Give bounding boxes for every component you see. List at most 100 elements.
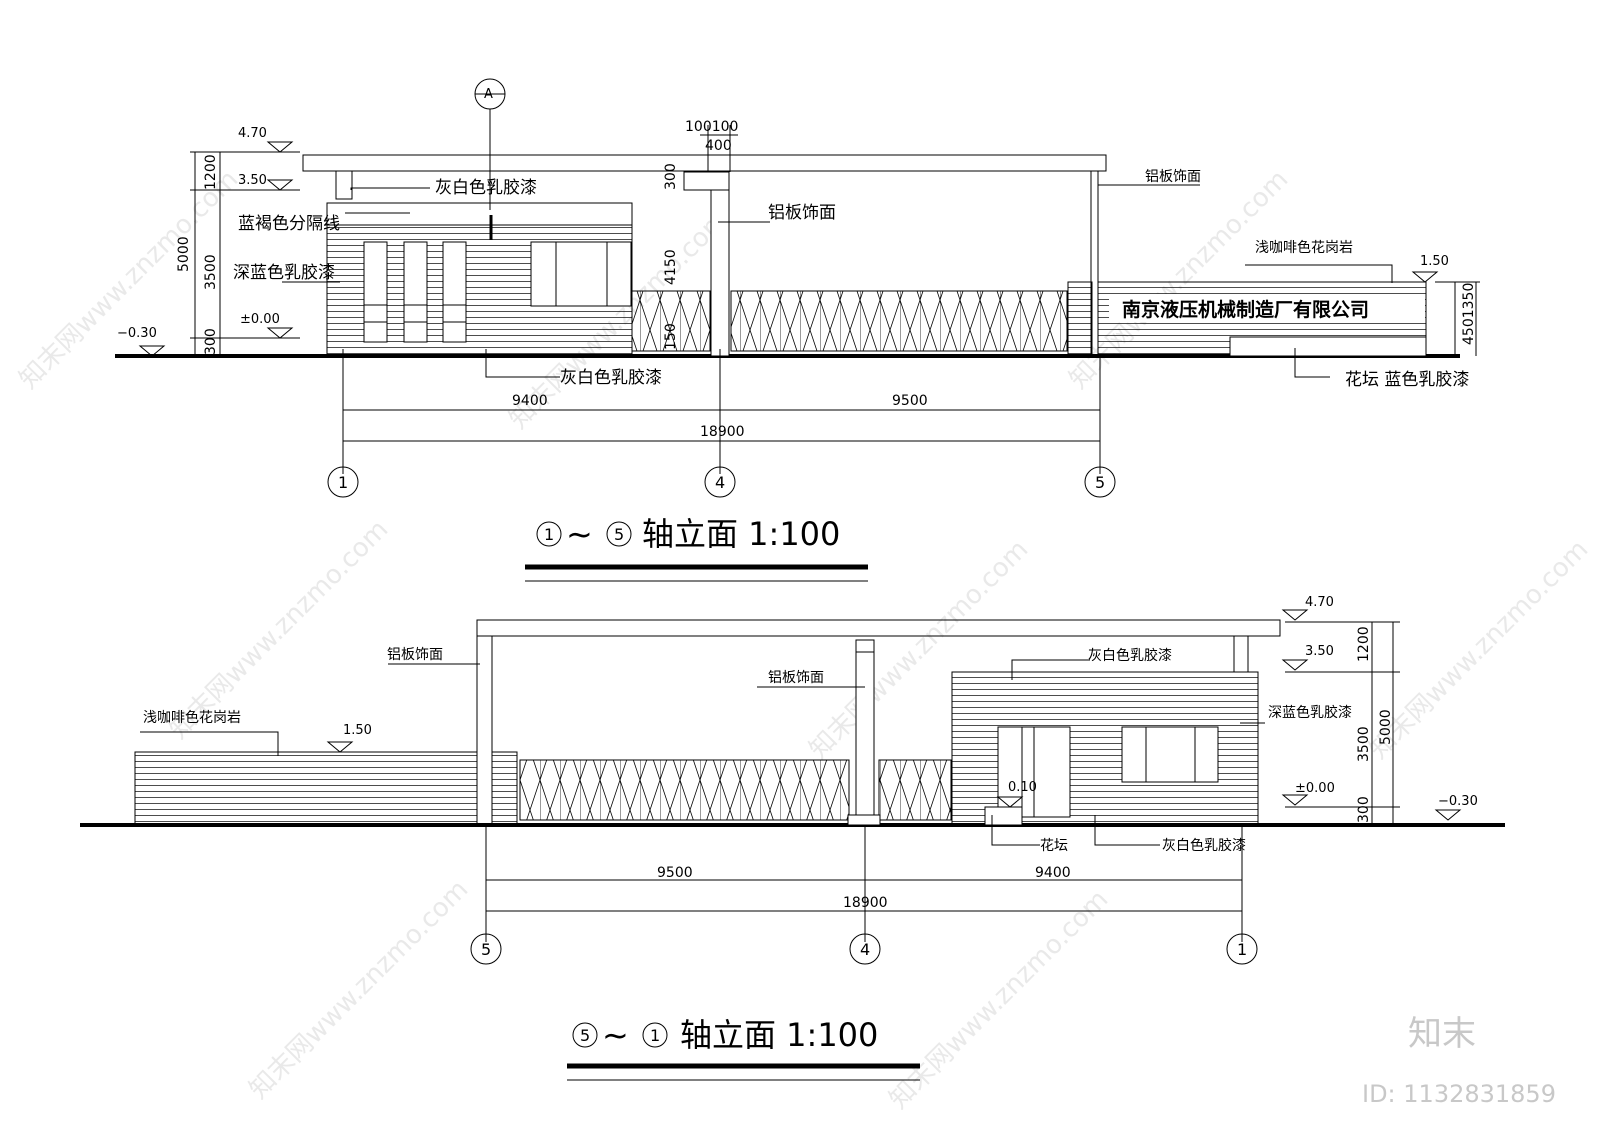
granite-wall bbox=[134, 751, 478, 826]
brand-logo: 知末 bbox=[1408, 1014, 1476, 1054]
level-0-00: ±0.00 bbox=[1295, 781, 1335, 796]
dim-300: 300 bbox=[203, 328, 219, 355]
dim-left: 9500 bbox=[657, 865, 693, 881]
wall-pier bbox=[491, 751, 518, 826]
door-panels bbox=[363, 241, 467, 343]
title-axis-bubble bbox=[572, 1022, 598, 1048]
level-minus-0-30: −0.30 bbox=[117, 326, 157, 341]
sliding-gate-left bbox=[631, 290, 711, 352]
grid-label-4: 4 bbox=[860, 940, 870, 959]
axis-a-label: A bbox=[484, 87, 493, 102]
level-mark bbox=[266, 141, 294, 153]
elevation-1-title: 轴立面 1:100 bbox=[642, 515, 840, 553]
level-1-50: 1.50 bbox=[1420, 254, 1449, 269]
note-dark-blue: 深蓝色乳胶漆 bbox=[233, 263, 335, 283]
level-1-50: 1.50 bbox=[343, 723, 372, 738]
elevation-2-text: 铝板饰面 铝板饰面 浅咖啡色花岗岩 灰白色乳胶漆 深蓝色乳胶漆 花坛 灰白色乳胶… bbox=[143, 595, 1478, 1054]
note-blue-line: 蓝褐色分隔线 bbox=[238, 214, 340, 234]
note-gray-paint: 灰白色乳胶漆 bbox=[435, 178, 537, 198]
grid-label-1: 1 bbox=[1237, 940, 1247, 959]
note-aluminum-panel: 铝板饰面 bbox=[768, 203, 836, 223]
grid-label-5: 5 bbox=[1095, 473, 1105, 492]
elevation-2-title: 轴立面 1:100 bbox=[680, 1016, 878, 1054]
canopy-roof bbox=[476, 619, 1281, 637]
guard-house-outline bbox=[951, 671, 1259, 826]
note-gray-paint: 灰白色乳胶漆 bbox=[1088, 647, 1172, 664]
dim-left: 9400 bbox=[512, 393, 548, 409]
note-aluminum-panel-2: 铝板饰面 bbox=[1145, 169, 1201, 185]
note-granite: 浅咖啡色花岗岩 bbox=[143, 709, 241, 726]
dim-total: 18900 bbox=[843, 895, 888, 911]
guard-house-outline bbox=[326, 202, 633, 357]
title-axis-bubble bbox=[536, 521, 562, 547]
level-0-10: 0.10 bbox=[1008, 780, 1037, 795]
note-gray-bottom: 灰白色乳胶漆 bbox=[1162, 837, 1246, 854]
watermark-text: 知末网www.znzmo.com bbox=[244, 874, 475, 1105]
grid-label-1: 1 bbox=[338, 473, 348, 492]
canopy-roof bbox=[302, 154, 1107, 172]
planter bbox=[1229, 336, 1427, 357]
level-3-50: 3.50 bbox=[1305, 644, 1334, 659]
dim-total: 18900 bbox=[700, 424, 745, 440]
sliding-gate-left bbox=[519, 759, 850, 821]
grid-bubble-1 bbox=[327, 466, 359, 498]
grid-bubble-4 bbox=[704, 466, 736, 498]
level-3-50: 3.50 bbox=[238, 173, 267, 188]
grid-bubble-1 bbox=[1226, 933, 1258, 965]
elevation-1 bbox=[115, 78, 1480, 582]
dim-1200: 1200 bbox=[1356, 626, 1372, 662]
canopy-post bbox=[1233, 635, 1249, 673]
note-aluminum-panel-2: 铝板饰面 bbox=[768, 670, 824, 686]
watermark-text: 知末网www.znzmo.com bbox=[1364, 534, 1595, 765]
brand-mark: 知末 ID: 1132831859 bbox=[1362, 1014, 1556, 1108]
guard-house-band bbox=[326, 202, 633, 226]
level-4-70: 4.70 bbox=[238, 126, 267, 141]
dim-right: 9400 bbox=[1035, 865, 1071, 881]
dim-top-2: 400 bbox=[705, 138, 732, 154]
dim-3500: 3500 bbox=[203, 254, 219, 290]
title-axis-from: 5 bbox=[580, 1026, 590, 1045]
level-0-00: ±0.00 bbox=[240, 312, 280, 327]
elevation-2 bbox=[80, 609, 1505, 1081]
granite-wall-outline bbox=[134, 751, 478, 826]
gate-column bbox=[855, 639, 875, 826]
canopy-post bbox=[335, 170, 353, 200]
note-aluminum-panel: 铝板饰面 bbox=[387, 647, 443, 663]
dim-3500: 3500 bbox=[1356, 726, 1372, 762]
canopy-post bbox=[1090, 170, 1099, 357]
sliding-gate-right bbox=[878, 759, 952, 821]
level-mark bbox=[1281, 609, 1309, 621]
grid-bubble-4 bbox=[849, 933, 881, 965]
title-axis-to: 5 bbox=[614, 525, 624, 544]
level-minus-0-30: −0.30 bbox=[1438, 794, 1478, 809]
note-granite: 浅咖啡色花岗岩 bbox=[1255, 239, 1353, 256]
sliding-gate-right bbox=[730, 290, 1068, 352]
title-axis-bubble bbox=[642, 1022, 668, 1048]
dim-top: 100100 bbox=[685, 119, 738, 135]
window bbox=[530, 241, 632, 307]
planter bbox=[984, 806, 1023, 826]
title-axis-bubble bbox=[606, 521, 632, 547]
gate-column-cap bbox=[683, 171, 730, 191]
grid-bubble-5 bbox=[1084, 466, 1116, 498]
svg-text:~: ~ bbox=[602, 1016, 629, 1054]
dim-5000: 5000 bbox=[1378, 709, 1394, 745]
note-dark-blue: 深蓝色乳胶漆 bbox=[1268, 704, 1352, 721]
note-planter: 花坛 bbox=[1040, 838, 1068, 854]
note-gray-bottom: 灰白色乳胶漆 bbox=[560, 368, 662, 388]
note-planter: 花坛 蓝色乳胶漆 bbox=[1345, 370, 1469, 390]
dim-col-300: 300 bbox=[663, 163, 679, 190]
title-axis-to: 1 bbox=[650, 1026, 660, 1045]
dim-4150: 4150 bbox=[663, 249, 679, 285]
brand-id: ID: 1132831859 bbox=[1362, 1080, 1556, 1108]
svg-text:~: ~ bbox=[566, 515, 593, 553]
grid-label-5: 5 bbox=[481, 940, 491, 959]
level-4-70: 4.70 bbox=[1305, 595, 1334, 610]
dim-150: 150 bbox=[663, 323, 679, 350]
gate-column bbox=[710, 182, 730, 357]
elevation-1-text: 灰白色乳胶漆 蓝褐色分隔线 深蓝色乳胶漆 铝板饰面 铝板饰面 浅咖啡色花岗岩 灰… bbox=[117, 87, 1477, 553]
title-axis-from: 1 bbox=[544, 525, 554, 544]
dim-5000: 5000 bbox=[176, 236, 192, 272]
